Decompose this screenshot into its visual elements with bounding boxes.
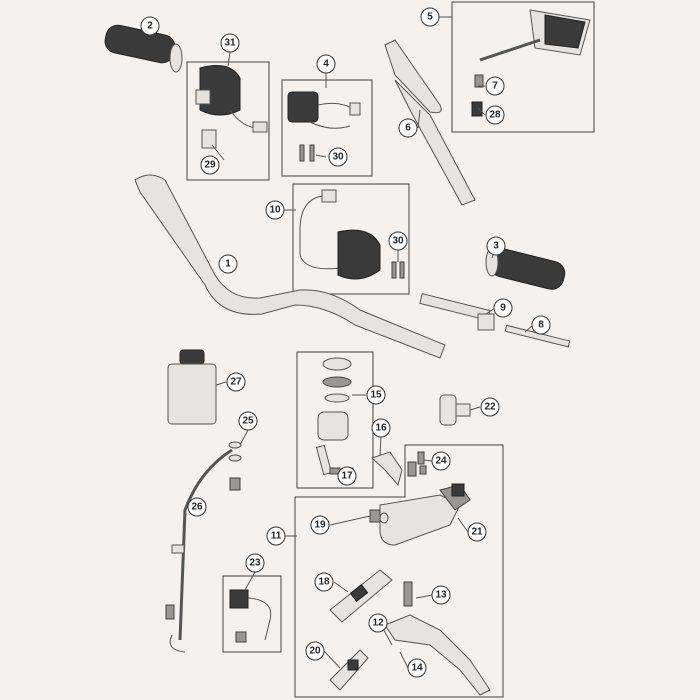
callout-28: 28	[485, 105, 505, 125]
left-handlebar-switch	[195, 65, 268, 149]
svg-text:29: 29	[204, 160, 216, 171]
callout-23: 23	[245, 553, 265, 573]
callout-6: 6	[398, 118, 418, 138]
banjo-fitting	[439, 394, 471, 426]
box-left-switch	[186, 61, 270, 181]
svg-text:6: 6	[405, 123, 411, 134]
callout-17: 17	[337, 466, 357, 486]
svg-text:28: 28	[489, 110, 501, 121]
throttle-tube	[419, 293, 495, 331]
callout-22: 22	[480, 397, 500, 417]
callout-29: 29	[200, 155, 220, 175]
svg-text:15: 15	[370, 390, 382, 401]
callout-27: 27	[226, 372, 246, 392]
callout-18: 18	[314, 572, 334, 592]
box-clutch-switch	[222, 575, 282, 653]
callout-14: 14	[407, 658, 427, 678]
svg-text:23: 23	[249, 558, 261, 569]
svg-text:24: 24	[435, 456, 447, 467]
callout-9: 9	[493, 298, 513, 318]
mirror-left	[471, 9, 591, 117]
svg-text:12: 12	[372, 618, 384, 629]
callout-20: 20	[305, 641, 325, 661]
box-mirror-left	[451, 1, 595, 133]
callout-15: 15	[366, 385, 386, 405]
svg-text:10: 10	[269, 205, 281, 216]
svg-text:8: 8	[538, 320, 544, 331]
callout-19: 19	[310, 515, 330, 535]
callout-4: 4	[316, 54, 336, 74]
svg-text:20: 20	[309, 646, 321, 657]
brake-light-switch	[229, 589, 272, 643]
svg-text:9: 9	[500, 303, 506, 314]
svg-text:14: 14	[411, 663, 423, 674]
svg-text:27: 27	[230, 377, 242, 388]
screws-24	[417, 451, 427, 475]
svg-text:4: 4	[323, 59, 329, 70]
svg-text:11: 11	[271, 531, 282, 542]
callout-25: 25	[238, 411, 258, 431]
svg-text:16: 16	[375, 423, 387, 434]
svg-text:19: 19	[314, 520, 326, 531]
box-reservoir	[296, 351, 374, 489]
callout-13: 13	[431, 585, 451, 605]
callout-3: 3	[486, 236, 506, 256]
right-handlebar-switch	[299, 189, 405, 280]
callout-7: 7	[485, 76, 505, 96]
brake-fluid-bottle	[167, 349, 217, 425]
svg-text:7: 7	[492, 81, 498, 92]
svg-text:30: 30	[392, 236, 404, 247]
callout-10: 10	[265, 200, 285, 220]
svg-text:3: 3	[493, 241, 499, 252]
callout-1: 1	[218, 254, 238, 274]
box-ignition-switch	[281, 79, 373, 177]
svg-text:31: 31	[224, 38, 236, 49]
brake-lever	[384, 581, 491, 696]
mirror-right	[384, 39, 476, 206]
mounting-bracket	[371, 451, 417, 487]
box-right-switch	[292, 183, 410, 295]
callout-8: 8	[531, 315, 551, 335]
callout-2: 2	[140, 16, 160, 36]
svg-text:17: 17	[341, 471, 353, 482]
svg-text:5: 5	[427, 12, 433, 23]
brake-hose	[165, 441, 242, 653]
svg-text:30: 30	[332, 152, 344, 163]
ignition-switch	[287, 91, 361, 162]
svg-text:21: 21	[471, 527, 483, 538]
svg-text:2: 2	[147, 21, 153, 32]
svg-text:13: 13	[435, 590, 447, 601]
svg-text:1: 1	[225, 259, 231, 270]
callout-24: 24	[431, 451, 451, 471]
handlebar	[134, 174, 446, 359]
reservoir-assembly	[315, 357, 354, 476]
svg-text:18: 18	[318, 577, 330, 588]
callout-21: 21	[467, 522, 487, 542]
callout-5: 5	[420, 7, 440, 27]
box-master-cylinder	[294, 444, 504, 698]
callout-12: 12	[368, 613, 388, 633]
callout-30-ignition: 30	[328, 147, 348, 167]
callout-31: 31	[220, 33, 240, 53]
callout-30-right-switch: 30	[388, 231, 408, 251]
svg-text:22: 22	[484, 402, 496, 413]
piston-kit	[329, 569, 393, 623]
callout-16: 16	[371, 418, 391, 438]
master-cylinder-body	[379, 483, 471, 546]
callout-26: 26	[187, 497, 207, 517]
svg-text:26: 26	[191, 502, 203, 513]
svg-text:25: 25	[242, 416, 254, 427]
lever-adjuster	[329, 649, 369, 691]
callout-11: 11	[266, 526, 286, 546]
